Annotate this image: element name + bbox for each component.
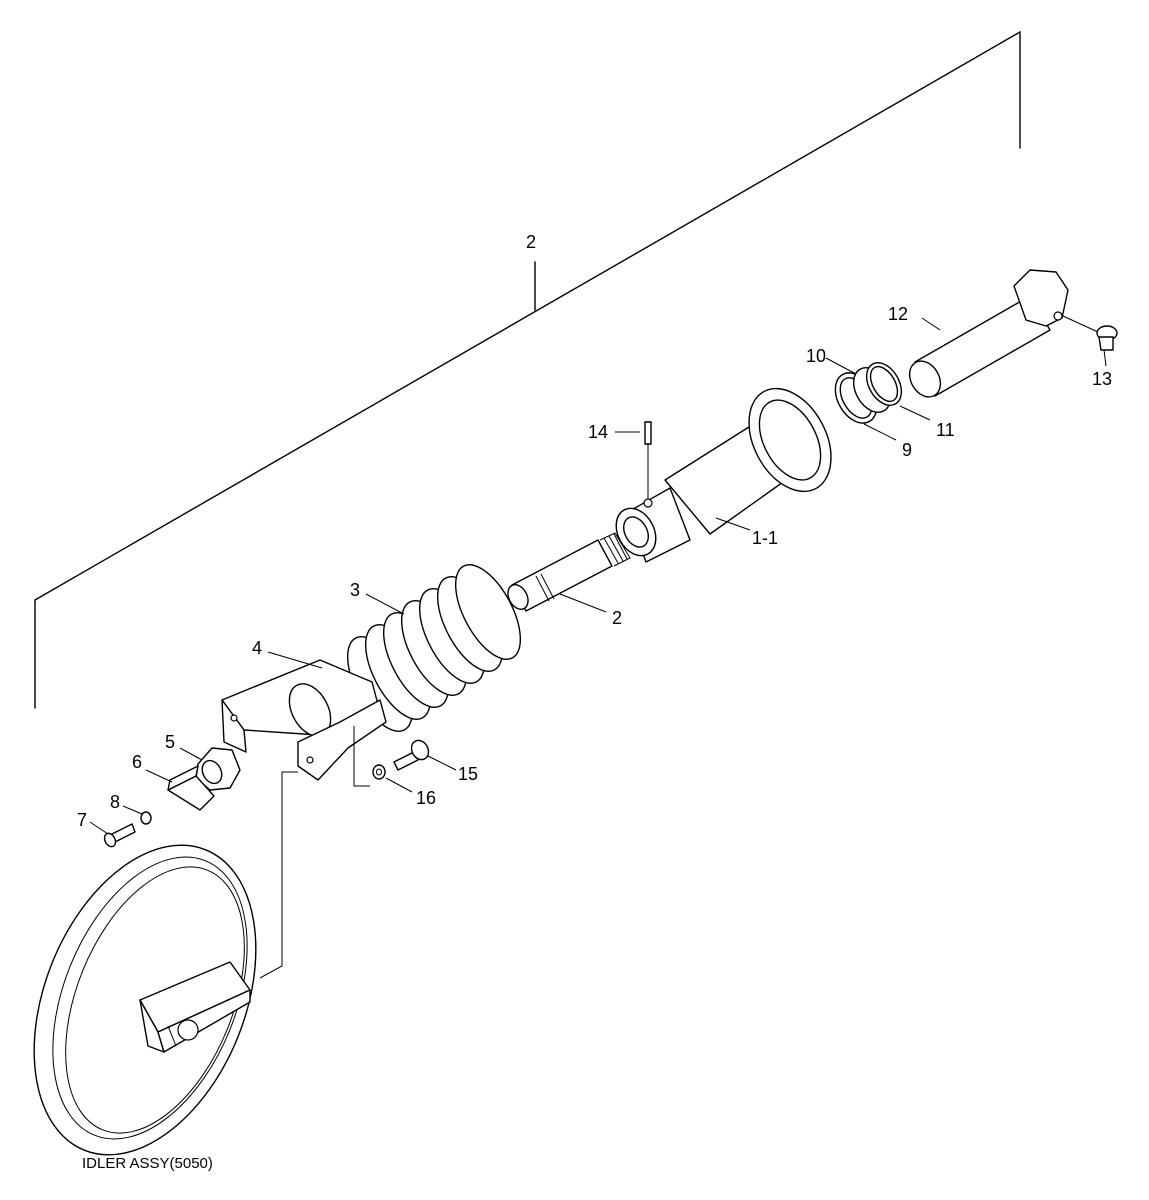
callouts: 2 12 13 10 11 9 14 1-1 2 3 4 5 6 8 7 15 … (77, 232, 1112, 830)
callout-11: 11 (936, 420, 955, 440)
part-7-bolt (103, 823, 136, 848)
callout-5: 5 (165, 732, 175, 752)
part-6-plate (167, 765, 215, 811)
callout-2: 2 (612, 608, 622, 628)
callout-4: 4 (252, 638, 262, 658)
part-8-washer (140, 811, 152, 825)
part-2-rod (507, 532, 631, 612)
callout-1-1: 1-1 (752, 528, 778, 548)
parts-9-10-11-rings (834, 362, 903, 424)
callout-6: 6 (132, 752, 142, 772)
part-4-yoke (221, 659, 387, 781)
callout-12: 12 (888, 304, 908, 324)
callout-16: 16 (416, 788, 436, 808)
part-16-washer (372, 764, 386, 780)
callout-3: 3 (350, 580, 360, 600)
callout-2-assembly: 2 (526, 232, 536, 252)
idler-assy-caption: IDLER ASSY(5050) (82, 1155, 213, 1172)
part-14-pin (644, 421, 652, 499)
part-15-bolt (393, 739, 430, 771)
callout-14: 14 (588, 422, 608, 442)
callout-13: 13 (1092, 369, 1112, 389)
part-3-spring (346, 564, 522, 732)
part-13-bolt (1062, 315, 1118, 351)
callout-7: 7 (77, 810, 87, 830)
callout-15: 15 (458, 764, 478, 784)
callout-8: 8 (110, 792, 120, 812)
callout-10: 10 (806, 346, 826, 366)
callout-9: 9 (902, 440, 912, 460)
part-5-nut (195, 747, 241, 791)
part-1-1-cylinder (615, 387, 832, 563)
assembly-bracket (34, 31, 1021, 709)
leader-lines (89, 317, 1107, 979)
part-12-pin (908, 269, 1069, 398)
idler-assy (33, 844, 257, 1156)
